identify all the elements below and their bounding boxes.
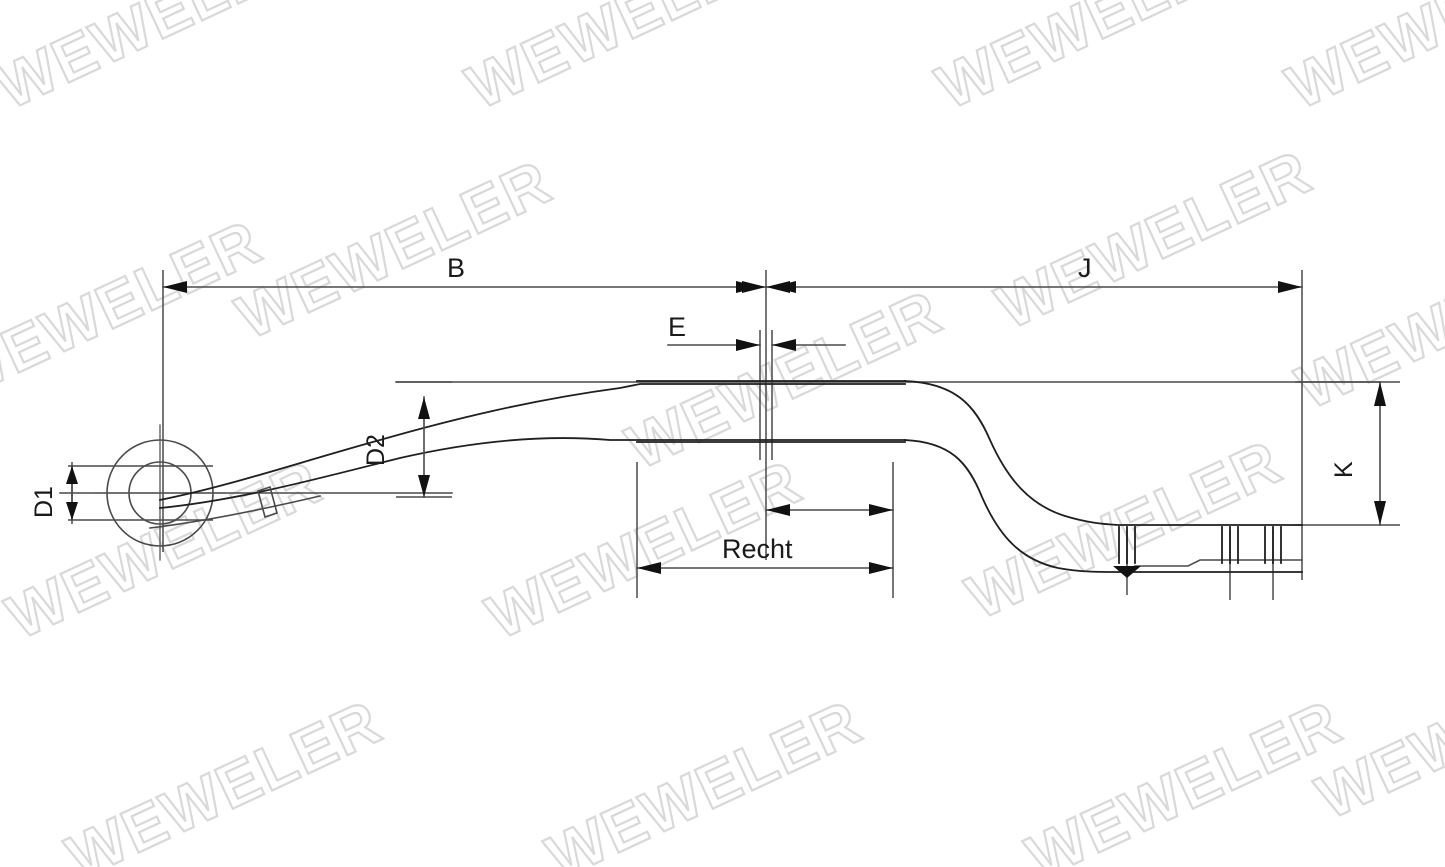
dimension-center-span-arrow-left [766,504,790,516]
dimension-e-arrow-right [772,339,796,351]
dimension-d1: D1 [30,465,78,521]
dimension-e: E [667,281,846,351]
leaf-top-surface [158,383,906,502]
dimension-b-arrow-left [163,281,187,293]
leaf-top-s-bend [904,380,1303,526]
tail-clamp-ticks [1113,526,1282,578]
dimension-b: B [162,253,767,293]
datum-lines [59,381,1381,494]
dimension-j-arrow-right [1278,281,1302,293]
dimension-d2-label: D2 [362,434,390,466]
dimension-k-arrow-bottom [1374,501,1386,525]
dimension-j: J [765,253,1303,293]
dimension-e-arrow-top-right [772,281,796,293]
dimension-b-label: B [447,253,465,283]
clamp-arrow [1113,566,1141,578]
dimension-e-label: E [668,312,686,342]
dimension-d1-arrow-bottom [66,502,78,520]
spring-eye-group [94,424,226,561]
leaf-tail-bottom-edge [1134,559,1303,567]
dimension-d2: D2 [362,396,430,498]
dimension-d2-arrow-bottom [418,475,430,497]
leaf-spring-profile [149,380,1303,573]
dimension-recht: Recht [636,534,894,574]
dimension-center-span [765,504,894,516]
dimension-e-arrow-left [736,339,760,351]
extension-lines [68,270,1400,600]
dimension-recht-arrow-right [869,562,893,574]
dimension-d2-arrow-top [418,397,430,419]
leaf-neck-detail [257,485,278,519]
dimension-k-label: K [1330,461,1358,478]
dimension-j-label: J [1078,253,1092,283]
dimension-d1-arrow-top [66,466,78,484]
leaf-second-top-surface [159,437,906,509]
dimension-center-span-arrow-right [869,504,893,516]
dimension-recht-arrow-left [637,562,661,574]
dimension-e-arrow-top-left [736,281,760,293]
dimension-k-arrow-top [1374,382,1386,406]
dimension-k: K [1330,381,1386,526]
leaf-second-s-bend [904,439,1303,573]
dimension-recht-label: Recht [722,534,793,564]
leaf-eye-taper-lower [149,495,321,529]
dimension-d1-label: D1 [30,486,58,518]
